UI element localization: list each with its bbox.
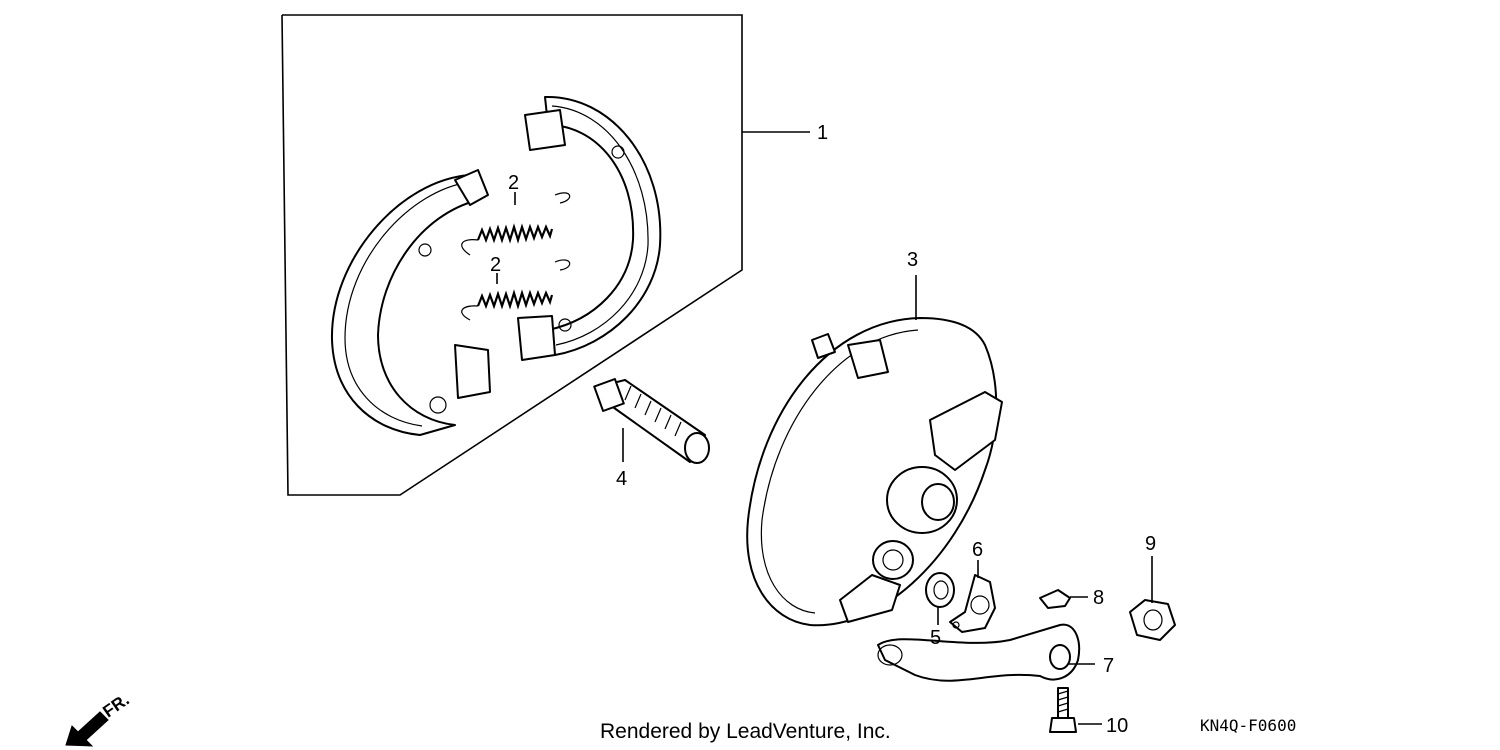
callout-10: 10 — [1106, 715, 1128, 737]
callout-4: 4 — [616, 468, 627, 490]
spring-upper — [461, 192, 571, 256]
flange-bolt — [1049, 687, 1077, 733]
brake-shoe-right — [517, 95, 662, 361]
callout-2a: 2 — [508, 172, 519, 194]
brake-panel — [746, 317, 1003, 627]
brake-cam — [593, 378, 710, 464]
dust-seal — [925, 572, 955, 608]
callout-1: 1 — [817, 122, 828, 144]
callout-6: 6 — [972, 539, 983, 561]
brake-shoe-left — [330, 169, 491, 436]
diagram-code: KN4Q-F0600 — [1200, 716, 1296, 735]
callout-9: 9 — [1145, 533, 1156, 555]
callout-3: 3 — [907, 249, 918, 271]
callout-8: 8 — [1093, 587, 1104, 609]
front-direction-indicator: FR. — [65, 690, 133, 747]
direction-arrow-icon — [65, 711, 109, 747]
callout-2b: 2 — [490, 254, 501, 276]
footer-credit: Rendered by LeadVenture, Inc. — [600, 720, 891, 743]
flange-nut — [1129, 599, 1176, 641]
callout-5: 5 — [930, 627, 941, 649]
wear-indicator-plate — [949, 574, 996, 633]
assembly-frame — [281, 14, 743, 496]
callout-7: 7 — [1103, 655, 1114, 677]
spring-lower — [461, 259, 571, 321]
clip — [1039, 589, 1071, 609]
brake-arm — [877, 623, 1080, 682]
